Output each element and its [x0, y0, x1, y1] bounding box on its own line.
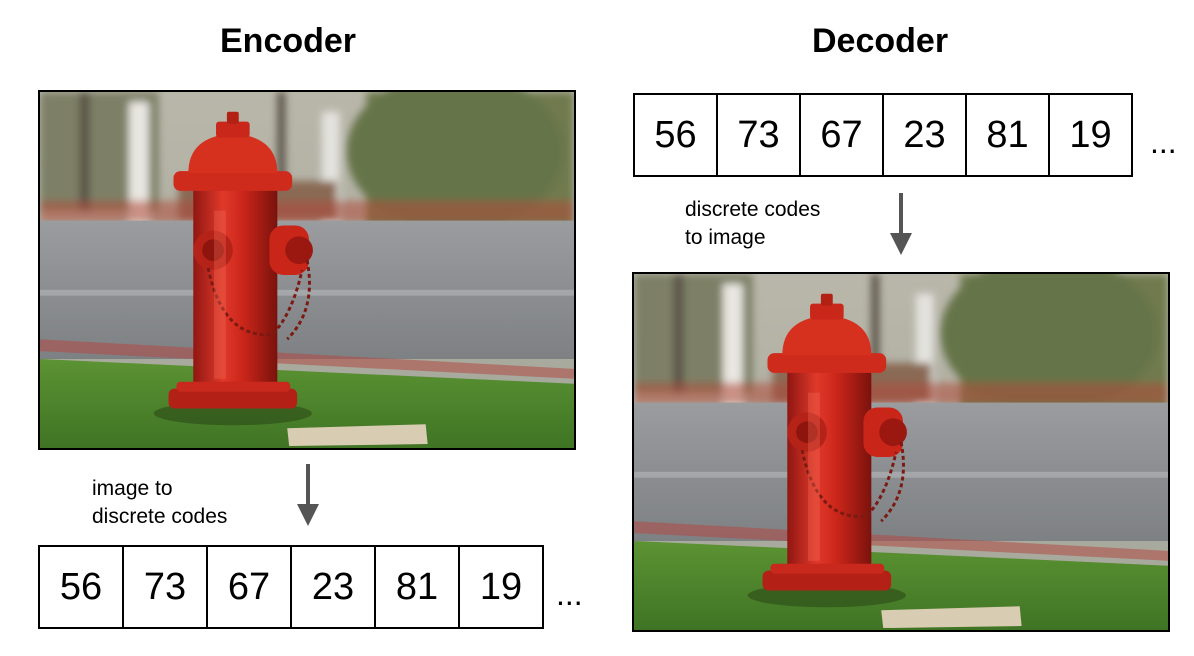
decoder-code-cell: 67: [799, 93, 884, 177]
decoder-ellipsis: ...: [1150, 124, 1177, 160]
decoder-caption-line1: discrete codes: [685, 198, 821, 221]
encoder-code-cell: 56: [38, 545, 124, 629]
encoder-code-cell: 19: [458, 545, 544, 629]
encoder-ellipsis: ...: [556, 576, 583, 612]
decoder-code-cell: 73: [716, 93, 801, 177]
decoder-code-cell: 23: [882, 93, 967, 177]
decoder-code-cell: 56: [633, 93, 718, 177]
encoder-caption: image to discrete codes: [92, 475, 227, 531]
decoder-title: Decoder: [812, 22, 949, 60]
encoder-code-cell: 73: [122, 545, 208, 629]
encoder-code-cell: 67: [206, 545, 292, 629]
encoder-input-image: [38, 90, 576, 450]
decoder-code-sequence: 56 73 67 23 81 19: [633, 93, 1133, 177]
encoder-code-cell: 23: [290, 545, 376, 629]
encoder-caption-line1: image to: [92, 477, 173, 500]
encoder-title: Encoder: [220, 22, 357, 60]
decoder-caption-line2: to image: [685, 226, 766, 249]
decoder-down-arrow-icon: [890, 193, 912, 255]
encoder-code-sequence: 56 73 67 23 81 19: [38, 545, 544, 629]
encoder-code-cell: 81: [374, 545, 460, 629]
encoder-down-arrow-icon: [297, 464, 319, 526]
decoder-code-cell: 81: [965, 93, 1050, 177]
decoder-code-cell: 19: [1048, 93, 1133, 177]
decoder-output-image: [632, 272, 1170, 632]
encoder-caption-line2: discrete codes: [92, 505, 228, 528]
decoder-caption: discrete codes to image: [685, 196, 820, 252]
